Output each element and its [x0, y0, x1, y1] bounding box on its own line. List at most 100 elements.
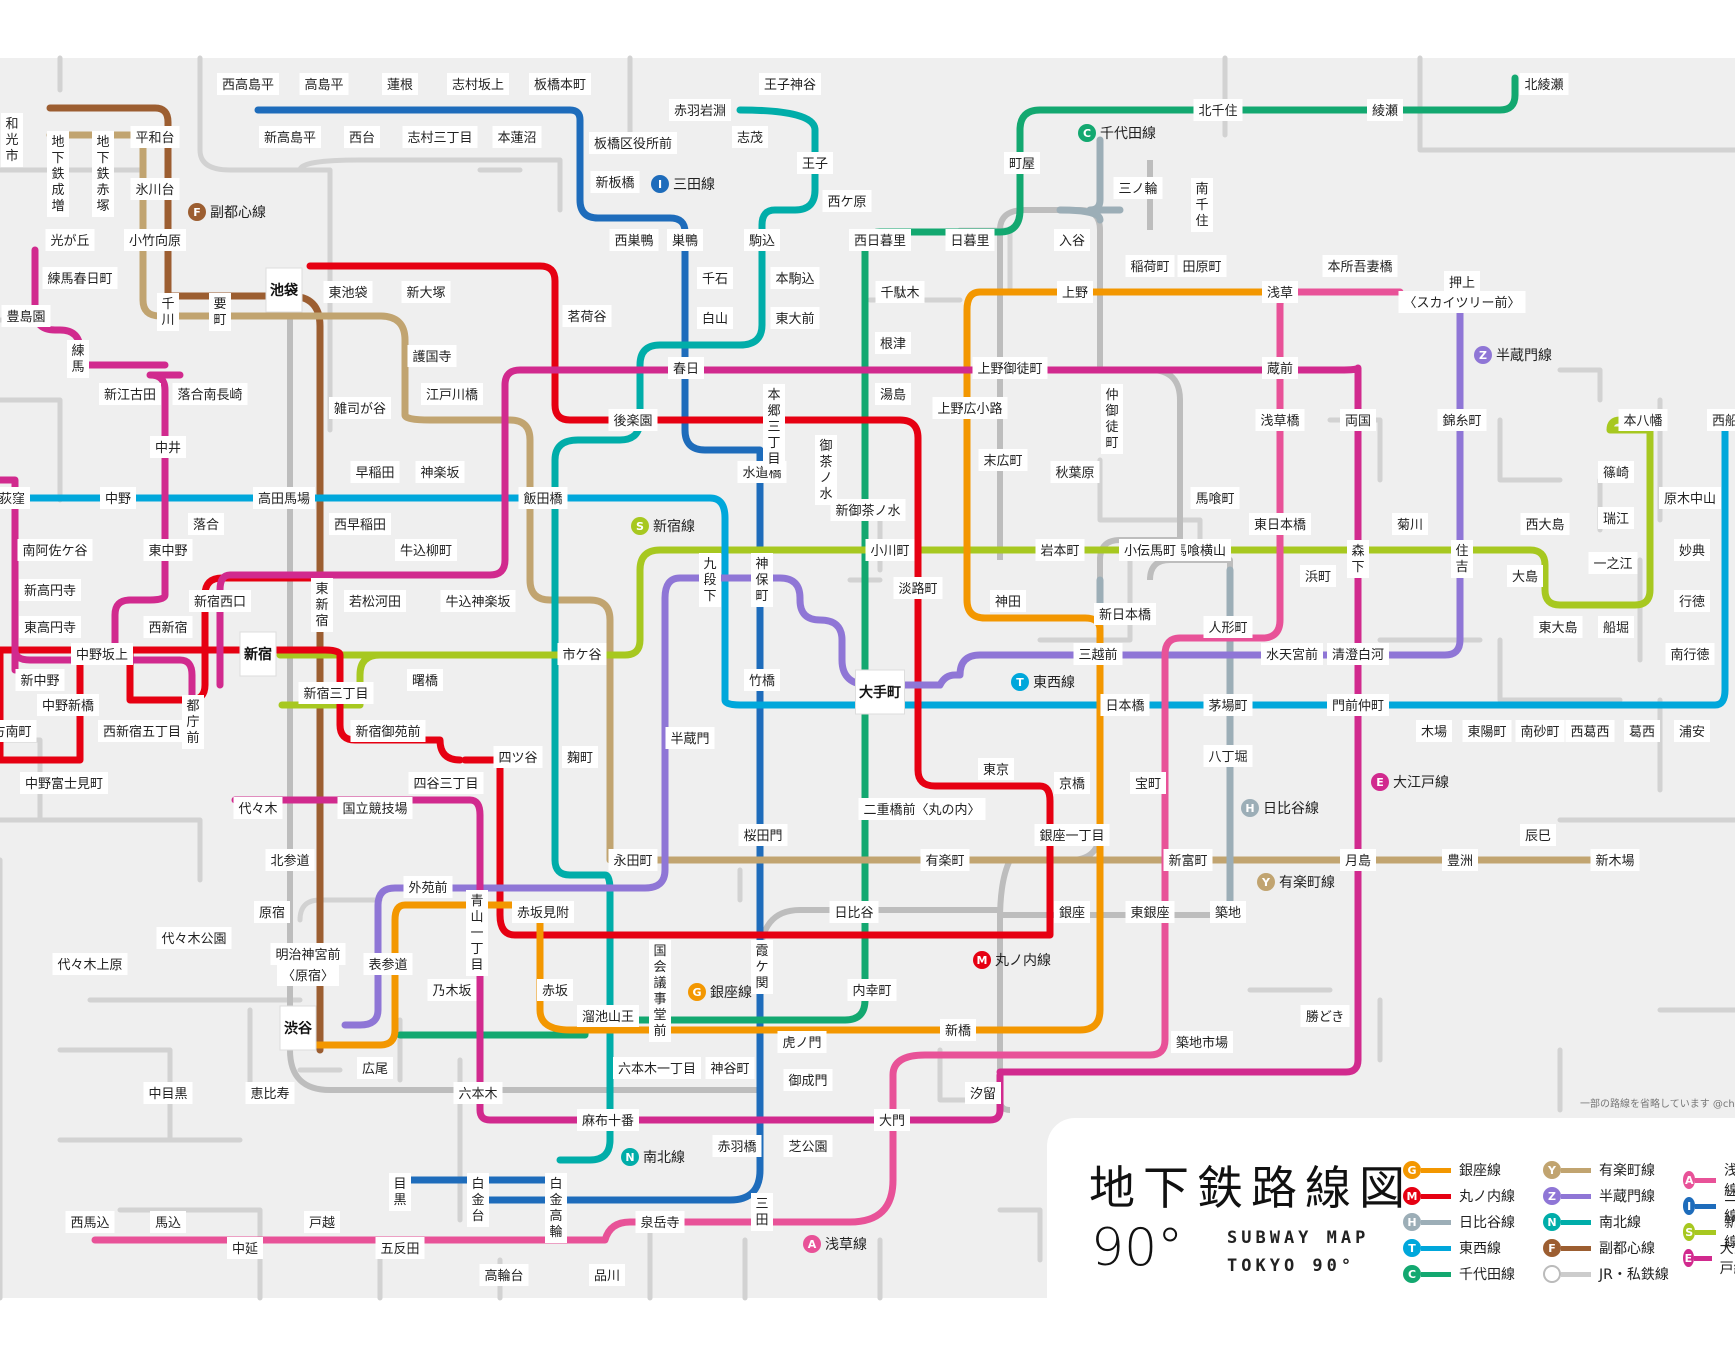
line-Z-11: [341, 283, 1464, 1029]
station-box: [751, 553, 773, 607]
line-H-9: [1056, 136, 1234, 924]
station-s111: 築地市場: [1176, 1035, 1228, 1051]
station-label-char: 鉄: [51, 167, 64, 182]
legend-badge: E: [1683, 1249, 1694, 1267]
line-marker-Y-badge: [1257, 873, 1275, 891]
station-box: [990, 590, 1026, 612]
station-label-char: 白: [549, 1176, 562, 1192]
station-label-char: 光: [5, 133, 18, 148]
station-box: [1190, 487, 1240, 509]
station-label-char: 田: [755, 1213, 768, 1228]
station-s25: 東大前: [775, 311, 814, 327]
station-box: [744, 229, 780, 251]
station-s193: 練馬春日町: [47, 272, 112, 287]
station-s163: 西新宿: [148, 620, 187, 636]
station-label-char: 宿: [315, 613, 328, 629]
station-s39: 上野: [1062, 286, 1088, 301]
station-box: [363, 953, 413, 975]
line-marker-S-code: S: [636, 520, 644, 533]
station-label-char: 町: [755, 589, 768, 604]
station-box: [323, 281, 373, 303]
legend-label: 東西線: [1459, 1241, 1501, 1257]
line-marker-C-badge: [1078, 124, 1096, 142]
station-s203: 池袋: [270, 282, 299, 299]
station-box: [849, 229, 911, 251]
station-box: [1520, 824, 1556, 846]
station-s07: 西台: [349, 131, 375, 146]
station-label-char: 霞: [755, 944, 768, 959]
station-s31: 三ノ輪: [1118, 181, 1157, 197]
station-label-char: 御: [819, 439, 832, 454]
station-box: [124, 229, 186, 251]
line-marker-H-badge: [1241, 799, 1259, 817]
legend-label: 有楽町線: [1599, 1163, 1655, 1179]
station-s12: 西巣鴨: [614, 234, 653, 249]
station-s164: 新宿西口: [194, 594, 246, 610]
station-box: [669, 99, 731, 121]
station-s05: 板橋本町: [534, 78, 586, 93]
station-s213: 代々木: [238, 802, 277, 817]
station-box: [699, 553, 721, 607]
station-s174: 高田馬場: [258, 491, 310, 507]
station-box: [415, 461, 465, 483]
station-box: [1130, 772, 1166, 794]
station-box: [344, 126, 380, 148]
station-box: [738, 824, 788, 846]
station-box: [217, 73, 279, 95]
station-box: [279, 1005, 317, 1051]
station-box: [1507, 565, 1543, 587]
station-s54: 本八幡: [1623, 414, 1662, 429]
station-label-char: 目: [393, 1177, 406, 1192]
legend-badge: S: [1683, 1223, 1696, 1241]
line-marker-G-name: 銀座線: [710, 985, 752, 1001]
station-box: [447, 73, 509, 95]
station-box: [99, 383, 161, 405]
station-s50: 蔵前: [1267, 361, 1293, 377]
line-M-8: [0, 262, 1054, 939]
station-box: [732, 126, 768, 148]
line-marker-F-badge: [188, 203, 206, 221]
line-marker-E-code: E: [1376, 776, 1384, 789]
station-box: [1203, 694, 1253, 716]
station-box: [298, 682, 374, 704]
line-marker-H-name: 日比谷線: [1263, 801, 1319, 817]
station-s24: 本駒込: [775, 272, 814, 287]
station-s206: 茗荷谷: [567, 310, 606, 325]
legend-subtitle-2: TOKYO 90°: [1227, 1256, 1356, 1276]
line-I-0: [254, 106, 764, 1204]
station-box: [253, 487, 315, 509]
station-s43: 本所吾妻橋: [1327, 260, 1392, 275]
station-label-char: 成: [51, 183, 64, 198]
legend-item-yurakucho: Y 有楽町線: [1543, 1160, 1655, 1180]
legend-item-jr: JR・私鉄線: [1543, 1264, 1669, 1284]
line-marker-E-badge: [1371, 773, 1389, 791]
station-box: [395, 539, 457, 561]
station-box: [1300, 565, 1336, 587]
station-box: [1659, 487, 1721, 509]
legend-label: 三田線: [1724, 1189, 1735, 1225]
station-s11: 新板橋: [595, 175, 634, 191]
station-box: [697, 267, 733, 289]
station-s107: 豊洲: [1447, 854, 1473, 869]
stations: 西高島平高島平蓮根志村坂上板橋本町新高島平西台志村三丁目本蓮沼板橋区役所前新板橋…: [0, 73, 1735, 1286]
station-box: [453, 1082, 503, 1104]
station-s86: 木場: [1421, 725, 1447, 740]
station-s171: 飯田橋: [523, 492, 562, 507]
station-box: [1054, 901, 1090, 923]
station-box: [357, 1057, 393, 1079]
station-s76: 人形町: [1208, 621, 1247, 636]
station-box: [270, 943, 346, 965]
station-s128: 麻布十番: [582, 1114, 634, 1129]
station-s116: 日比谷: [834, 906, 873, 921]
line-marker-F-code: F: [193, 206, 201, 219]
station-s32: 入谷: [1059, 234, 1085, 249]
station-s10: 板橋区役所前: [594, 136, 672, 152]
station-s97: 八丁堀: [1208, 750, 1247, 765]
station-box: [783, 1135, 833, 1157]
station-box: [1300, 1005, 1350, 1027]
station-box: [1004, 152, 1040, 174]
legend-badge: Y: [1543, 1161, 1561, 1179]
station-s53: 錦糸町: [1442, 413, 1481, 429]
